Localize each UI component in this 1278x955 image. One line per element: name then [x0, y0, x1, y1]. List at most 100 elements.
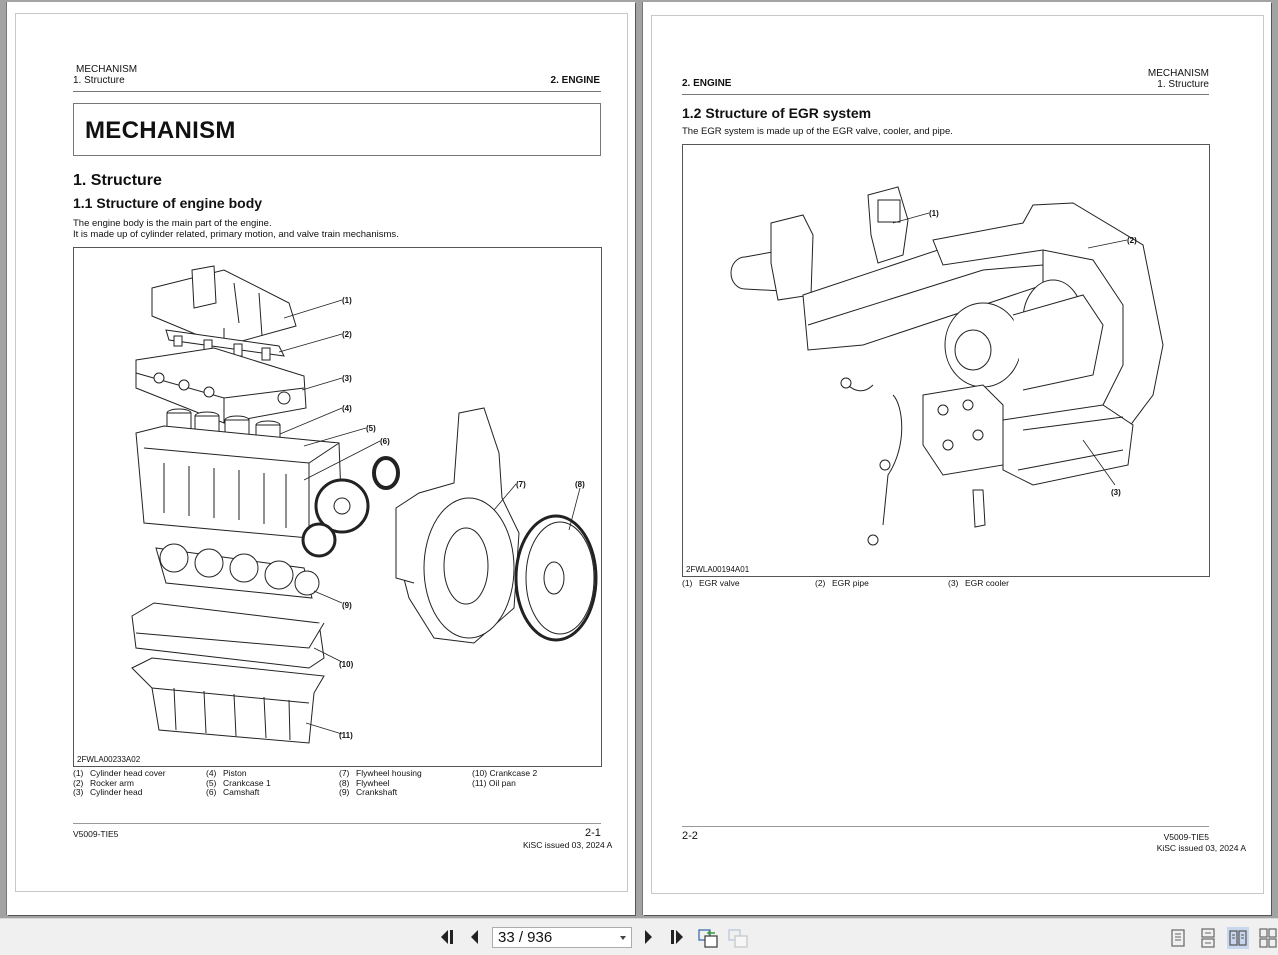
callout-2: (2)	[342, 330, 352, 339]
callout-11: (11)	[339, 731, 353, 740]
throttle-drawing	[770, 214, 814, 301]
header-rule	[73, 91, 601, 92]
previous-page-button[interactable]	[466, 927, 486, 947]
callout-3: (3)	[342, 374, 352, 383]
single-page-view-button[interactable]	[1167, 927, 1189, 949]
facing-pages-view-icon	[1229, 930, 1247, 946]
footer-issued: KiSC issued 03, 2024 A	[523, 840, 613, 850]
callout-5: (5)	[366, 424, 376, 433]
engine-exploded-illustration: (1) (2) (3) (4) (5) (6) (7) (8) (9) (10)…	[131, 265, 598, 744]
left-page: MECHANISM 1. Structure 2. ENGINE MECHANI…	[7, 2, 635, 915]
legend-item: (8)Flywheel	[339, 777, 390, 788]
callout-10: (10)	[339, 660, 354, 669]
footer-issued: KiSC issued 03, 2024 A	[1156, 843, 1246, 853]
legend-item: (7)Flywheel housing	[339, 768, 422, 778]
continuous-facing-view-icon	[1259, 928, 1277, 948]
leader-lines	[892, 212, 1128, 486]
intro-text: The EGR system is made up of the EGR val…	[682, 126, 953, 137]
engine-body-figure: (1) (2) (3) (4) (5) (6) (7) (8) (9) (10)…	[73, 247, 602, 767]
footer-page-number: 2-1	[585, 827, 601, 839]
heading-egr: 1.2 Structure of EGR system	[682, 105, 872, 121]
legend-column-3: (7)Flywheel housing (8)Flywheel (9)Crank…	[339, 768, 422, 798]
legend-item: (1)EGR valve	[682, 578, 740, 588]
callout-9: (9)	[342, 601, 352, 610]
footer-rule	[682, 826, 1209, 827]
continuous-view-icon	[1201, 928, 1215, 948]
page-title: MECHANISM	[85, 117, 236, 144]
header-section: MECHANISM	[1147, 68, 1209, 79]
header-chapter: 2. ENGINE	[550, 75, 600, 86]
camshaft-gear-drawing	[372, 456, 400, 490]
header-rule	[682, 94, 1209, 95]
viewer-toolbar: 33 / 936	[0, 918, 1278, 955]
first-page-button[interactable]	[438, 927, 458, 947]
rocker-arm-drawing	[165, 329, 285, 357]
legend-item: (9)Crankshaft	[339, 787, 398, 798]
callout-1: (1)	[342, 296, 352, 305]
footer-page-number: 2-2	[682, 830, 698, 842]
previous-view-button[interactable]	[697, 927, 718, 948]
egr-system-illustration: (1) (2) (3)	[730, 186, 1164, 546]
header-subsection: 1. Structure	[1157, 79, 1209, 90]
oil-pan-drawing	[131, 657, 325, 744]
page-number-select[interactable]: 33 / 936	[492, 927, 632, 948]
egr-figure: (1) (2) (3) 2FWLA00194A01	[682, 144, 1210, 577]
page-frame	[15, 13, 628, 892]
legend-item: (1)Cylinder head cover	[73, 768, 166, 778]
intro-line-1: The engine body is the main part of the …	[73, 218, 272, 229]
next-view-button[interactable]	[727, 927, 748, 948]
header-section: MECHANISM	[76, 64, 138, 75]
figure-code: 2FWLA00194A01	[686, 565, 750, 574]
page-indicator: 33 / 936	[498, 929, 553, 946]
callout-labels: (1) (2) (3) (4) (5) (6) (7) (8) (9) (10)…	[339, 296, 585, 740]
next-page-icon	[645, 930, 652, 944]
callout-7: (7)	[516, 480, 526, 489]
legend-item: (3)Cylinder head	[73, 787, 143, 798]
legend-item: (5)Crankcase 1	[206, 777, 271, 788]
previous-page-icon	[471, 930, 478, 944]
legend-item: (2)EGR pipe	[815, 578, 869, 588]
next-page-button[interactable]	[640, 927, 660, 947]
callout-6: (6)	[380, 437, 390, 446]
header-chapter: 2. ENGINE	[682, 78, 732, 89]
egr-valve-drawing	[867, 186, 909, 264]
intro-line-2: It is made up of cylinder related, prima…	[73, 229, 399, 240]
figure-code: 2FWLA00233A02	[77, 755, 141, 764]
continuous-view-button[interactable]	[1197, 927, 1219, 949]
previous-view-icon	[698, 929, 718, 948]
heading-structure: 1. Structure	[73, 172, 162, 189]
legend-item: (3)EGR cooler	[948, 578, 1009, 588]
egr-pipe-drawing	[932, 202, 1164, 436]
title-box: MECHANISM	[73, 103, 601, 156]
legend-item: (2)Rocker arm	[73, 777, 134, 788]
legend-item: (10) Crankcase 2	[472, 768, 538, 778]
single-page-view-icon	[1171, 929, 1185, 947]
callout-1: (1)	[929, 209, 939, 218]
legend-item: (11) Oil pan	[472, 777, 516, 788]
legend-column-4: (10) Crankcase 2 (11) Oil pan	[472, 768, 538, 788]
dropdown-caret-icon	[620, 936, 626, 940]
legend-item: (4)Piston	[206, 768, 247, 778]
legend-column-2: (4)Piston (5)Crankcase 1 (6)Camshaft	[206, 768, 271, 798]
continuous-facing-view-button[interactable]	[1257, 927, 1278, 949]
pistons-drawing	[166, 408, 281, 444]
legend-column-1: (1)Cylinder head cover (2)Rocker arm (3)…	[73, 768, 166, 798]
exhaust-manifold-drawing	[922, 384, 1004, 476]
callout-4: (4)	[342, 404, 352, 413]
callout-3: (3)	[1111, 488, 1121, 497]
last-page-icon	[671, 930, 683, 944]
callout-2: (2)	[1127, 236, 1137, 245]
legend-item: (6)Camshaft	[206, 787, 260, 798]
footer-doc-code: V5009-TIE5	[1163, 832, 1209, 842]
footer-doc-code: V5009-TIE5	[73, 829, 119, 839]
header-subsection: 1. Structure	[73, 75, 125, 86]
footer-rule	[73, 823, 601, 824]
first-page-icon	[441, 930, 453, 944]
callout-8: (8)	[575, 480, 585, 489]
page-frame	[651, 15, 1264, 894]
last-page-button[interactable]	[667, 927, 687, 947]
right-page: 2. ENGINE MECHANISM 1. Structure 1.2 Str…	[643, 2, 1271, 915]
next-view-icon	[728, 929, 748, 948]
heading-engine-body: 1.1 Structure of engine body	[73, 195, 263, 211]
facing-pages-view-button[interactable]	[1227, 927, 1249, 949]
